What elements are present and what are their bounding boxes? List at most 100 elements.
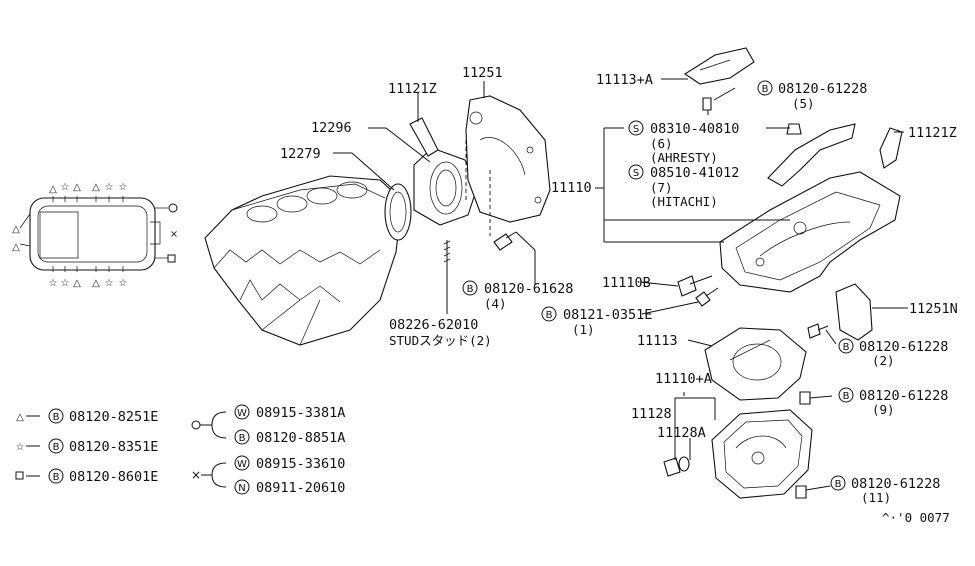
b-circle-icon: [462, 280, 478, 296]
label-11128a: 11128A: [657, 425, 706, 441]
legend-cross-nut: 08911-20610: [256, 480, 345, 496]
s-letter: S: [633, 168, 639, 179]
legend-cross-washer: 08915-33610: [256, 456, 345, 472]
label-11128: 11128: [631, 406, 672, 422]
callout-41012: 08510-41012: [650, 165, 739, 181]
label-12296: 12296: [311, 120, 352, 136]
cylinder-block: [204, 175, 403, 346]
svg-text:△: △: [12, 224, 20, 235]
callout-61228-11-qty: (11): [861, 490, 891, 505]
b-letter: B: [546, 310, 553, 321]
leader-lines: [333, 78, 908, 491]
legend-circle-bolt: 08120-8851A: [256, 430, 345, 446]
triangle-icon: △: [16, 412, 24, 423]
star-icon: ☆: [16, 442, 25, 453]
b-circle-icon: [757, 80, 773, 96]
b-circle-icon: [541, 306, 557, 322]
bolt-legend: △ B 08120-8251E ☆ B 08120-8351E B 08120-…: [15, 404, 345, 496]
w-letter: W: [237, 408, 247, 419]
label-11113: 11113: [637, 333, 678, 349]
b-letter: B: [53, 472, 60, 483]
callout-40810-qty: (6): [650, 136, 673, 151]
label-11113a: 11113+A: [596, 72, 653, 88]
bolt-61228-9: [799, 391, 811, 405]
callout-61228-11: 08120-61228: [851, 476, 940, 492]
w-letter: W: [237, 459, 247, 470]
stud-bolt: [443, 240, 451, 270]
label-11110b: 11110B: [602, 275, 651, 291]
svg-text:△: △: [73, 182, 81, 193]
legend-star-part: 08120-8351E: [69, 439, 158, 455]
bolt-61228-2: [807, 323, 829, 339]
b-circle-icon: [48, 408, 64, 424]
b-letter: B: [239, 433, 246, 444]
s-letter: S: [633, 124, 639, 135]
n-letter: N: [238, 483, 245, 494]
legend-circle-washer: 08915-3381A: [256, 405, 345, 421]
callout-41012-maker: (HITACHI): [650, 194, 718, 209]
callout-0351e: 08121-0351E: [563, 307, 652, 323]
label-11121z-left: 11121Z: [388, 81, 437, 97]
label-11251n: 11251N: [909, 301, 958, 317]
w-circle-icon: [234, 455, 250, 471]
plate-11251n: [835, 283, 873, 341]
s-circle-icon: [628, 164, 644, 180]
svg-text:△: △: [12, 242, 20, 253]
drain-plug-11128: [663, 457, 681, 477]
diagram-code: ^·'0 0077: [882, 510, 950, 525]
label-11251: 11251: [462, 65, 503, 81]
callout-61628: 08120-61628: [484, 281, 573, 297]
svg-text:☆: ☆: [105, 278, 114, 289]
b-circle-icon: [838, 387, 854, 403]
callout-61228-9: 08120-61228: [859, 388, 948, 404]
drain-bolt-11110b: [677, 275, 713, 297]
callout-40810: 08310-40810: [650, 121, 739, 137]
b-letter: B: [843, 391, 850, 402]
w-circle-icon: [234, 404, 250, 420]
oil-pan-lower: [711, 409, 813, 499]
svg-text:☆: ☆: [105, 182, 114, 193]
rear-oil-seal-retainer: [413, 147, 479, 226]
bolt-pattern-diagram: △ ☆ △ △ ☆ ☆ ☆ ☆ △ △ ☆ ☆ △ △ ×: [12, 182, 178, 289]
label-11110a: 11110+A: [655, 371, 712, 387]
b-letter: B: [467, 284, 474, 295]
svg-text:△: △: [73, 278, 81, 289]
b-circle-icon: [48, 468, 64, 484]
svg-text:△: △: [92, 182, 100, 193]
b-circle-icon: [838, 338, 854, 354]
b-circle-icon: [48, 438, 64, 454]
bolt-40810: [786, 123, 802, 135]
s-circle-icon: [628, 120, 644, 136]
svg-text:△: △: [92, 278, 100, 289]
b-letter: B: [762, 84, 769, 95]
legend-square-part: 08120-8601E: [69, 469, 158, 485]
b-letter: B: [835, 479, 842, 490]
callout-61228-5: 08120-61228: [778, 81, 867, 97]
bolt-61228-11: [795, 485, 807, 499]
bolt-0351e: [695, 287, 719, 307]
bolt-upper-small: [702, 97, 712, 115]
b-circle-icon: [234, 429, 250, 445]
b-letter: B: [53, 412, 60, 423]
callout-40810-maker: (AHRESTY): [650, 150, 718, 165]
label-stud-number: 08226-62010: [389, 317, 478, 333]
b-circle-icon: [830, 475, 846, 491]
callout-61628-qty: (4): [484, 296, 507, 311]
label-11121z-right: 11121Z: [908, 125, 957, 141]
square-icon: [15, 471, 24, 480]
oil-pan-gasket: [704, 327, 807, 401]
n-circle-icon: [234, 479, 250, 495]
b-letter: B: [843, 342, 850, 353]
callout-61228-2-qty: (2): [872, 353, 895, 368]
b-letter: B: [53, 442, 60, 453]
svg-text:×: ×: [170, 229, 178, 240]
callout-61228-9-qty: (9): [872, 402, 895, 417]
svg-text:☆: ☆: [61, 278, 70, 289]
rear-plate: [465, 95, 551, 223]
callout-0351e-qty: (1): [572, 322, 595, 337]
circle-icon: [191, 420, 201, 430]
legend-triangle-part: 08120-8251E: [69, 409, 158, 425]
bolt-61628: [493, 231, 517, 251]
label-11110: 11110: [551, 180, 592, 196]
